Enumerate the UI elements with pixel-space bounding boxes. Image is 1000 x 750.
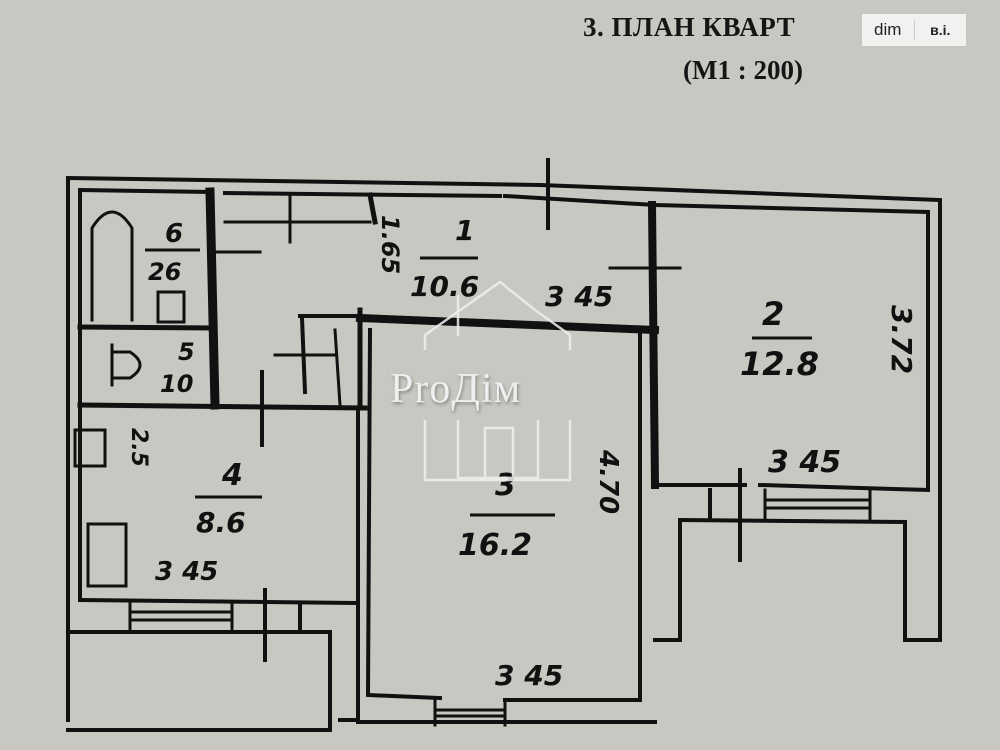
window-room4 — [128, 601, 234, 632]
room6-number: 6 — [165, 219, 183, 249]
room4-width: 3 45 — [155, 557, 218, 587]
bathroom-wall — [205, 187, 220, 410]
room2-height: 3.72 — [885, 305, 918, 374]
room2-number: 2 — [762, 295, 784, 333]
stamp-left-text: dim — [862, 20, 915, 40]
room5-area: 10 — [160, 370, 193, 398]
bathtub-icon — [90, 210, 134, 322]
watermark-stamp: dim в.і. — [862, 14, 966, 46]
room1-width: 3 45 — [545, 280, 613, 313]
watermark-house-icon — [423, 280, 572, 482]
sink-icon — [156, 290, 186, 324]
room4-height: 2.5 — [126, 428, 151, 467]
room6-area: 26 — [148, 258, 181, 286]
toilet-icon — [110, 343, 142, 387]
room3-width: 3 45 — [495, 659, 563, 692]
window-room2 — [763, 488, 872, 522]
room4-number: 4 — [221, 458, 243, 493]
stamp-right-text: в.і. — [930, 22, 951, 38]
room3-height: 4.70 — [593, 449, 623, 514]
room1-area: 10.6 — [410, 270, 479, 303]
room1-height: 1.65 — [376, 215, 404, 274]
stove-icon — [86, 522, 128, 588]
room3-area: 16.2 — [458, 528, 532, 563]
plan-title: 3. ПЛАН КВАРТ — [583, 12, 796, 42]
room2-area: 12.8 — [740, 345, 819, 383]
room1-number: 1 — [455, 214, 474, 247]
watermark-logo: ProДім — [390, 366, 522, 412]
window-room3 — [433, 698, 507, 727]
room4-area: 8.6 — [196, 506, 246, 539]
outer-wall — [65, 175, 942, 642]
room5-number: 5 — [178, 338, 195, 366]
sink-kitchen-icon — [73, 428, 107, 468]
plan-scale: (М1 : 200) — [683, 55, 803, 85]
room2-width: 3 45 — [768, 445, 841, 480]
